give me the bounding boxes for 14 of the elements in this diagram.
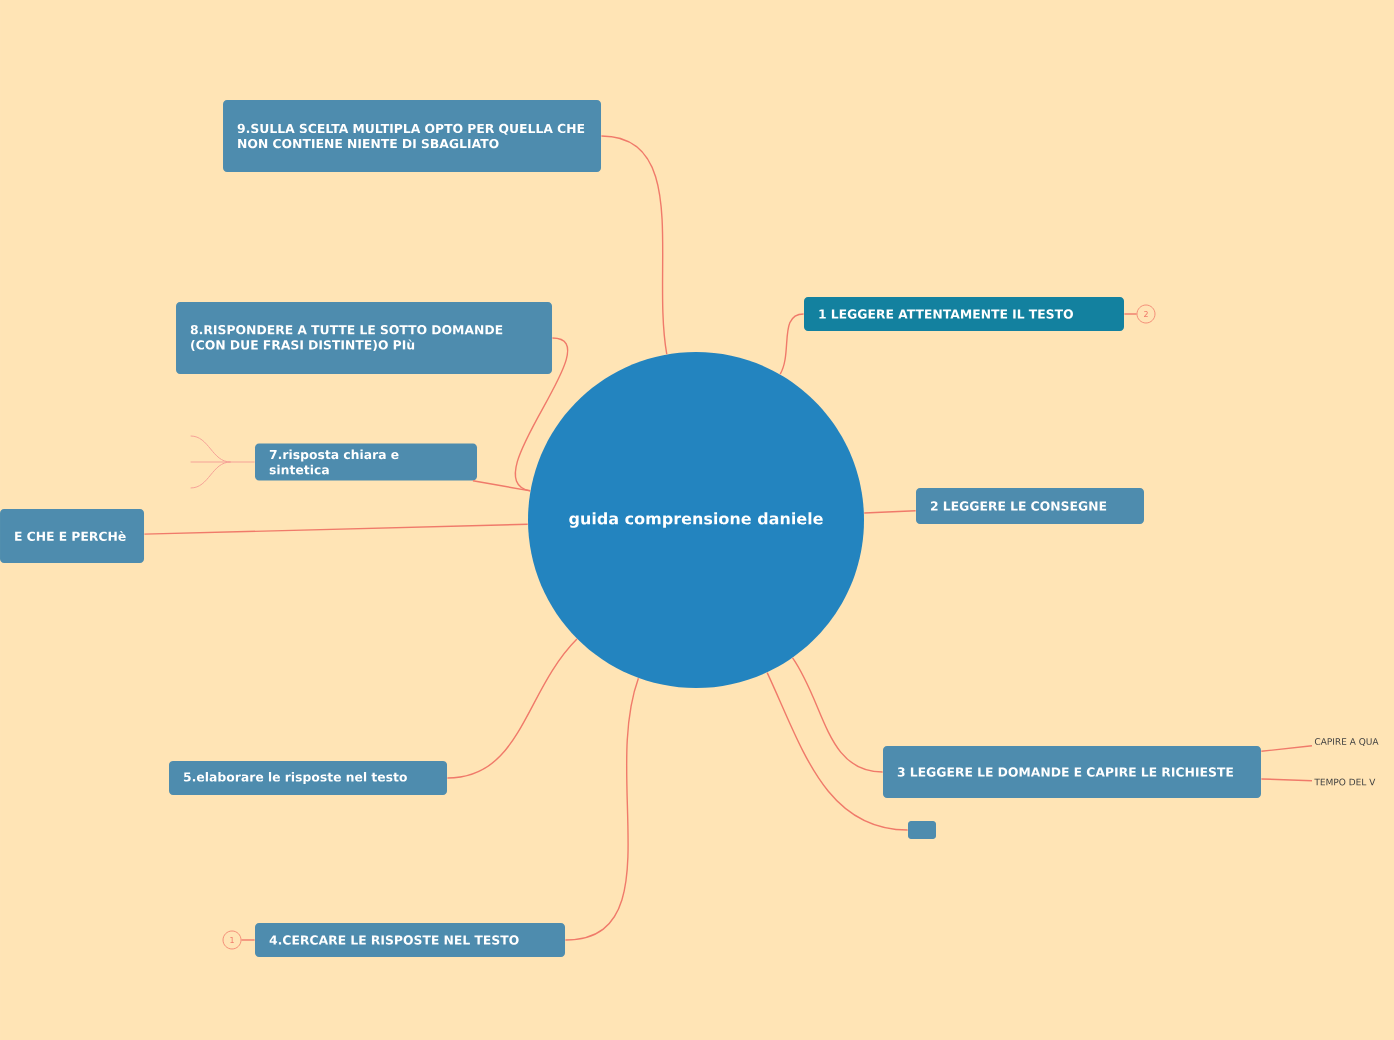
connector-line [240, 939, 256, 941]
connector-line [446, 638, 578, 779]
connector-line [766, 671, 909, 831]
connector-line [779, 313, 805, 375]
connector-line [143, 523, 529, 535]
connector-line [863, 510, 917, 514]
connector-line [1260, 778, 1313, 782]
connector-line [514, 337, 569, 492]
connector-line [1260, 745, 1313, 752]
connector-line [564, 677, 640, 941]
connector-line [791, 657, 884, 773]
connector-line [1123, 313, 1138, 315]
connector-line [472, 480, 531, 492]
connector-line [600, 135, 668, 355]
